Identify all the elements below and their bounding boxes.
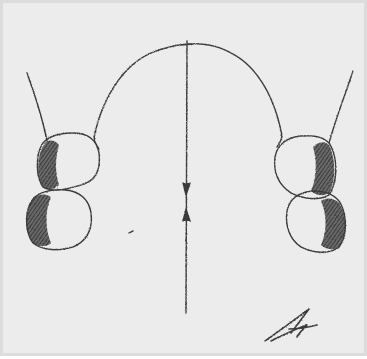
axis-top-tick [181,44,193,45]
left-root-line [27,73,47,141]
stray-mark [129,231,133,233]
vertical-axis-line [186,41,187,313]
left-lower-crown [27,190,92,250]
artist-signature [265,309,317,341]
right-upper-crown [275,136,336,199]
right-root-line [329,71,353,143]
arch-curve [95,44,281,133]
pencil-sketch [3,3,367,359]
up-arrow-icon [183,209,190,221]
down-arrow-icon [183,183,190,195]
right-lower-crown [287,191,346,252]
